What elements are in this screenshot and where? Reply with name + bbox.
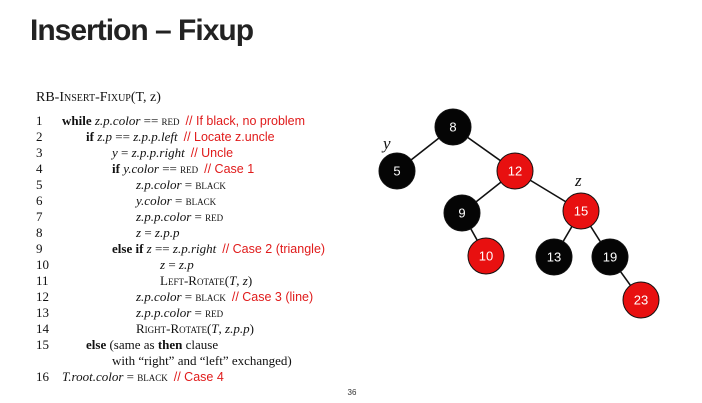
code-line: 10 z = z.p: [0, 257, 370, 273]
node-key: 15: [574, 204, 588, 219]
code-text: with “right” and “left” exchanged): [112, 353, 292, 368]
code-text: z.p.color = black// Case 3 (line): [136, 289, 314, 304]
tree-node-8: 8: [434, 108, 472, 146]
code-line: 14 Right-Rotate(T, z.p.p): [0, 321, 370, 337]
node-circle: [443, 194, 481, 232]
line-number: 10: [36, 257, 49, 272]
code-text: y.color = black: [136, 193, 217, 208]
code-line: 13 z.p.p.color = red: [0, 305, 370, 321]
code-text: z.p.color = black: [136, 177, 226, 192]
node-key: 9: [458, 206, 465, 221]
code-text: while z.p.color == red// If black, no pr…: [62, 113, 306, 128]
node-circle: [467, 237, 505, 275]
line-number: 5: [36, 177, 43, 192]
node-circle: [622, 281, 660, 319]
code-line: 1 while z.p.color == red// If black, no …: [0, 113, 370, 129]
line-number: 9: [36, 241, 43, 256]
code-line: 7 z.p.p.color = red: [0, 209, 370, 225]
line-number: 14: [36, 321, 49, 336]
tree-node-12: 12: [496, 152, 534, 190]
line-number: 16: [36, 369, 49, 384]
node-key: 12: [508, 164, 522, 179]
code-text: z.p.p.color = red: [136, 209, 224, 224]
node-key: 19: [603, 250, 617, 265]
page-number: 36: [347, 388, 357, 397]
line-number: 15: [36, 337, 49, 352]
line-number: 13: [36, 305, 49, 320]
tree-node-9: 9: [443, 194, 481, 232]
variable-label-y: y: [381, 134, 391, 153]
code-text: Left-Rotate(T, z): [160, 273, 253, 288]
code-text: z.p.p.color = red: [136, 305, 224, 320]
line-number: 7: [36, 209, 43, 224]
node-circle: [434, 108, 472, 146]
code-line: 9 else if z == z.p.right// Case 2 (trian…: [0, 241, 370, 257]
code-comment: // Case 2 (triangle): [222, 242, 326, 256]
algorithm-name: RB-Insert-Fixup: [36, 90, 131, 105]
code-line: 15 else (same as then clause: [0, 337, 370, 353]
node-key: 23: [634, 293, 648, 308]
tree-node-23: 23: [622, 281, 660, 319]
code-text: if y.color == red// Case 1: [112, 161, 255, 176]
code-line: 3 y = z.p.p.right// Uncle: [0, 145, 370, 161]
code-comment: // Case 4: [173, 370, 224, 384]
code-line: 16 T.root.color = black// Case 4: [0, 369, 370, 385]
tree-node-19: 19: [591, 238, 629, 276]
node-key: 10: [479, 249, 493, 264]
code-line: with “right” and “left” exchanged): [0, 353, 370, 369]
code-line: 2 if z.p == z.p.p.left// Locate z.uncle: [0, 129, 370, 145]
slide-title: Insertion – Fixup: [30, 14, 254, 47]
line-number: 6: [36, 193, 43, 208]
code-text: if z.p == z.p.p.left// Locate z.uncle: [86, 129, 275, 144]
node-key: 13: [547, 250, 561, 265]
line-number: 1: [36, 113, 43, 128]
code-line: 8 z = z.p.p: [0, 225, 370, 241]
line-number: 3: [36, 145, 43, 160]
code-text: else (same as then clause: [86, 337, 219, 352]
line-number: 11: [36, 273, 49, 288]
code-line: 11 Left-Rotate(T, z): [0, 273, 370, 289]
code-line: 4 if y.color == red// Case 1: [0, 161, 370, 177]
code-comment: // Locate z.uncle: [183, 130, 275, 144]
node-circle: [496, 152, 534, 190]
node-circle: [535, 238, 573, 276]
code-text: T.root.color = black// Case 4: [62, 369, 224, 384]
code-comment: // If black, no problem: [185, 114, 306, 128]
node-circle: [378, 152, 416, 190]
code-line: 12 z.p.color = black// Case 3 (line): [0, 289, 370, 305]
algorithm-params: (T, z): [130, 90, 161, 105]
code-line: 6 y.color = black: [0, 193, 370, 209]
tree-node-5: 5: [378, 152, 416, 190]
tree-node-13: 13: [535, 238, 573, 276]
algorithm-signature: RB-Insert-Fixup(T, z): [36, 90, 161, 106]
line-number: 12: [36, 289, 49, 304]
code-comment: // Case 3 (line): [231, 290, 314, 304]
tree-node-15: 15: [562, 192, 600, 230]
code-text: y = z.p.p.right// Uncle: [112, 145, 234, 160]
code-comment: // Case 1: [204, 162, 255, 176]
code-text: Right-Rotate(T, z.p.p): [136, 321, 254, 336]
code-line: 5 z.p.color = black: [0, 177, 370, 193]
line-number: 4: [36, 161, 43, 176]
node-key: 5: [393, 164, 400, 179]
node-key: 8: [449, 120, 456, 135]
line-number: 8: [36, 225, 43, 240]
code-text: z = z.p.p: [136, 225, 180, 240]
variable-label-z: z: [574, 171, 582, 190]
code-comment: // Uncle: [190, 146, 234, 160]
code-text: z = z.p: [160, 257, 194, 272]
code-text: else if z == z.p.right// Case 2 (triangl…: [112, 241, 326, 256]
line-number: 2: [36, 129, 43, 144]
node-circle: [591, 238, 629, 276]
node-circle: [562, 192, 600, 230]
tree-node-10: 10: [467, 237, 505, 275]
